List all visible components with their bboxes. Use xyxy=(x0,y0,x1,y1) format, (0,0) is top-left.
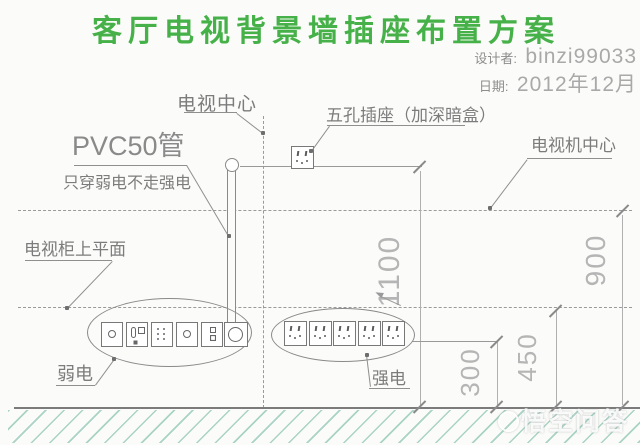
av-multi-hole-socket-icon xyxy=(151,322,173,347)
leader-underline xyxy=(56,385,95,387)
pvc-pipe-outlet-icon xyxy=(224,322,248,347)
network-double-socket-icon xyxy=(201,322,223,347)
floor-line xyxy=(14,407,640,409)
dim-line-300 xyxy=(497,342,498,407)
label-pvc-note: 只穿弱电不走强电 xyxy=(63,175,192,192)
leader-line xyxy=(95,359,115,386)
leader-line xyxy=(236,113,264,135)
wukong-logo-icon xyxy=(498,411,519,432)
leader-underline xyxy=(527,158,612,160)
five-hole-socket-icon xyxy=(358,321,381,346)
designer-row: 设计者: binzi99033 xyxy=(474,44,637,72)
designer-value: binzi99033 xyxy=(525,45,637,68)
leader-dot xyxy=(261,131,265,135)
phone-socket-icon xyxy=(126,322,148,347)
weak-socket-group-ellipse xyxy=(87,298,252,367)
watermark-text: 悟空问答 xyxy=(521,408,630,436)
label-pvc-pipe: PVC50管 xyxy=(72,131,185,161)
tv-antenna-socket-icon xyxy=(101,322,123,347)
label-strong-current: 强电 xyxy=(372,369,406,388)
tv-centerline-vertical xyxy=(263,116,264,408)
leader-underline xyxy=(327,125,465,127)
leader-line xyxy=(67,261,113,309)
leader-underline xyxy=(74,165,187,167)
floor-hatching xyxy=(8,410,640,443)
leader-underline xyxy=(25,260,112,262)
dim-value-450: 450 xyxy=(512,332,542,382)
leader-dot xyxy=(227,234,231,238)
leader-line xyxy=(490,159,528,209)
strong-socket-level-line xyxy=(412,341,497,342)
leader-line xyxy=(185,165,229,237)
dim-line-450 xyxy=(556,311,557,407)
strong-socket-group-ellipse xyxy=(271,308,415,362)
meta-block: 设计者: binzi99033 日期: 2012年12月 xyxy=(474,44,637,100)
label-five-hole-socket: 五孔插座（加深暗盒） xyxy=(326,106,496,125)
pvc-conduit-cap-icon xyxy=(225,158,239,172)
cabinet-top-line xyxy=(18,307,632,308)
leader-dot xyxy=(65,306,69,310)
dim-line-900 xyxy=(622,215,623,405)
five-hole-socket-icon xyxy=(291,146,314,169)
watermark: 悟空问答 xyxy=(498,402,629,438)
leader-dot xyxy=(488,206,492,210)
date-label: 日期: xyxy=(478,79,509,94)
date-value: 2012年12月 xyxy=(516,73,637,96)
page-title: 客厅电视背景墙插座布置方案 xyxy=(92,15,560,48)
upper-socket-line xyxy=(240,166,422,167)
five-hole-socket-icon xyxy=(382,321,405,346)
label-weak-current: 弱电 xyxy=(57,364,93,384)
dim-value-300: 300 xyxy=(455,347,485,397)
dim-value-1100: 1100 xyxy=(373,234,406,308)
dim-value-900: 900 xyxy=(580,233,611,287)
five-hole-socket-icon xyxy=(333,321,356,346)
label-tv-set-center: 电视机中心 xyxy=(531,136,616,155)
label-tv-center: 电视中心 xyxy=(177,94,258,115)
five-hole-socket-icon xyxy=(309,321,332,346)
tv-antenna-socket-icon xyxy=(176,322,198,347)
dim-line-1100 xyxy=(420,171,421,407)
label-cabinet-top: 电视柜上平面 xyxy=(24,240,126,259)
leader-dot xyxy=(365,353,369,357)
leader-dot xyxy=(309,149,313,153)
leader-line xyxy=(311,125,331,152)
tv-set-centerline-horizontal xyxy=(18,210,632,211)
leader-underline xyxy=(369,388,410,390)
five-hole-socket-icon xyxy=(284,321,307,346)
pvc-conduit xyxy=(227,170,236,324)
date-row: 日期: 2012年12月 xyxy=(474,72,637,100)
designer-label: 设计者: xyxy=(474,51,517,66)
leader-dot xyxy=(112,357,116,361)
leader-underline xyxy=(184,112,237,114)
